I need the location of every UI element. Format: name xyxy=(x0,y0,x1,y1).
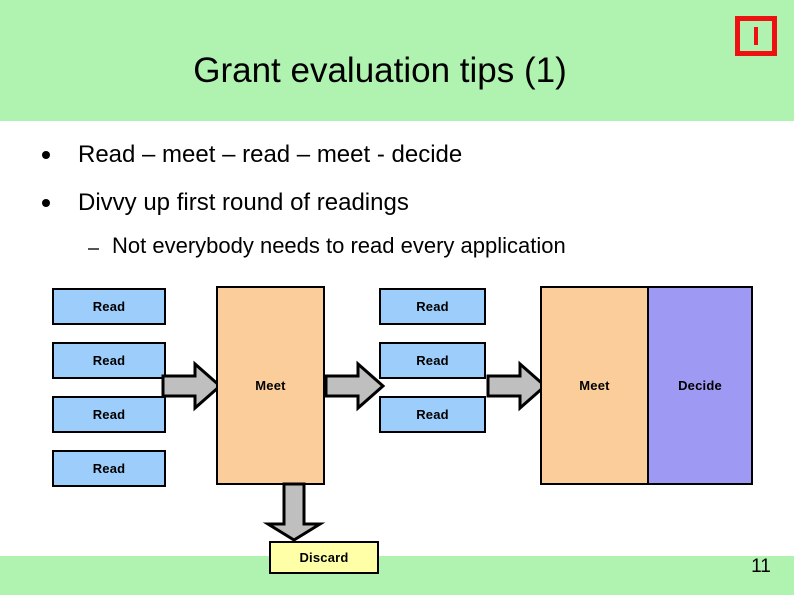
read-box[interactable]: Read xyxy=(52,288,166,325)
slide-header-band xyxy=(0,0,794,121)
read-box[interactable]: Read xyxy=(52,450,166,487)
read-box[interactable]: Read xyxy=(379,396,486,433)
bullet-item-3-label: Not everybody needs to read every applic… xyxy=(112,233,566,258)
arrow-reads-to-meet-icon xyxy=(161,360,223,412)
arrow-reads-to-meet-2-icon xyxy=(486,360,548,412)
bullet-item-2: Divvy up first round of readings xyxy=(42,189,409,217)
page-title: Grant evaluation tips (1) xyxy=(193,51,567,90)
bullet-item-1-label: Read – meet – read – meet - decide xyxy=(78,141,463,168)
bullet-dash-icon xyxy=(88,248,99,250)
bullet-dot-icon xyxy=(42,199,50,207)
page-number: 11 xyxy=(751,556,771,577)
read-box[interactable]: Read xyxy=(379,342,486,379)
bullet-item-1: Read – meet – read – meet - decide xyxy=(42,141,463,169)
meet-box[interactable]: Meet xyxy=(540,286,648,485)
discard-box[interactable]: Discard xyxy=(269,541,379,574)
arrow-meet-to-discard-icon xyxy=(262,482,326,542)
read-box[interactable]: Read xyxy=(52,396,166,433)
arrow-meet-to-reads-icon xyxy=(324,360,386,412)
meet-box[interactable]: Meet xyxy=(216,286,325,485)
bullet-item-3: Not everybody needs to read every applic… xyxy=(88,233,566,259)
decide-box[interactable]: Decide xyxy=(647,286,753,485)
slide-footer-band xyxy=(0,556,794,595)
read-box[interactable]: Read xyxy=(379,288,486,325)
read-box[interactable]: Read xyxy=(52,342,166,379)
vertical-bar-icon xyxy=(754,27,758,45)
bullet-dot-icon xyxy=(42,151,50,159)
red-bordered-square-icon[interactable] xyxy=(735,16,777,56)
bullet-item-2-label: Divvy up first round of readings xyxy=(78,189,409,216)
